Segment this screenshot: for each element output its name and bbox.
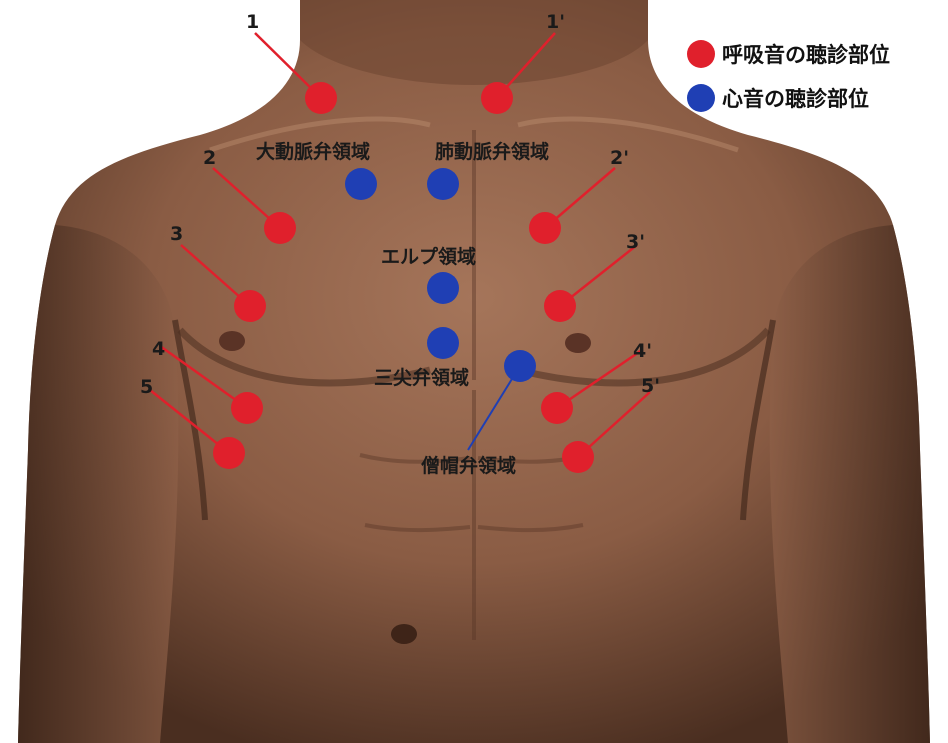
respiratory-point-2-prime	[529, 212, 561, 244]
point-label-5: 5	[140, 376, 153, 398]
respiratory-point-4	[231, 392, 263, 424]
legend-heart-swatch	[687, 84, 715, 112]
respiratory-point-4-prime	[541, 392, 573, 424]
legend-respiratory-label: 呼吸音の聴診部位	[722, 43, 890, 67]
respiratory-point-1	[305, 82, 337, 114]
aortic-area-label: 大動脈弁領域	[256, 140, 370, 163]
respiratory-point-3	[234, 290, 266, 322]
mitral-area-label: 僧帽弁領域	[421, 454, 516, 477]
erb-area-label: エルプ領域	[381, 245, 476, 268]
point-label-1: 1	[246, 11, 259, 33]
left-arm-shade	[18, 225, 178, 743]
mitral-area-dot	[504, 350, 536, 382]
point-label-2: 2	[203, 147, 216, 169]
respiratory-point-2	[264, 212, 296, 244]
aortic-area-dot	[345, 168, 377, 200]
point-label-3-prime: 3'	[626, 231, 645, 253]
respiratory-point-5-prime	[562, 441, 594, 473]
left-nipple	[219, 331, 245, 351]
point-label-5-prime: 5'	[641, 375, 660, 397]
respiratory-point-3-prime	[544, 290, 576, 322]
right-nipple	[565, 333, 591, 353]
legend-heart-label: 心音の聴診部位	[722, 87, 869, 111]
pulmonic-area-label: 肺動脈弁領域	[435, 140, 549, 163]
erb-area-dot	[427, 272, 459, 304]
point-label-1-prime: 1'	[546, 11, 565, 33]
respiratory-point-5	[213, 437, 245, 469]
point-label-2-prime: 2'	[610, 147, 629, 169]
point-label-4-prime: 4'	[633, 340, 652, 362]
pulmonic-area-dot	[427, 168, 459, 200]
legend: 呼吸音の聴診部位 心音の聴診部位	[687, 40, 890, 112]
point-label-4: 4	[152, 338, 165, 360]
right-arm-shade	[770, 225, 930, 743]
legend-respiratory-swatch	[687, 40, 715, 68]
tricuspid-area-dot	[427, 327, 459, 359]
respiratory-point-1-prime	[481, 82, 513, 114]
point-label-3: 3	[170, 223, 183, 245]
navel	[391, 624, 417, 644]
tricuspid-area-label: 三尖弁領域	[374, 366, 469, 389]
